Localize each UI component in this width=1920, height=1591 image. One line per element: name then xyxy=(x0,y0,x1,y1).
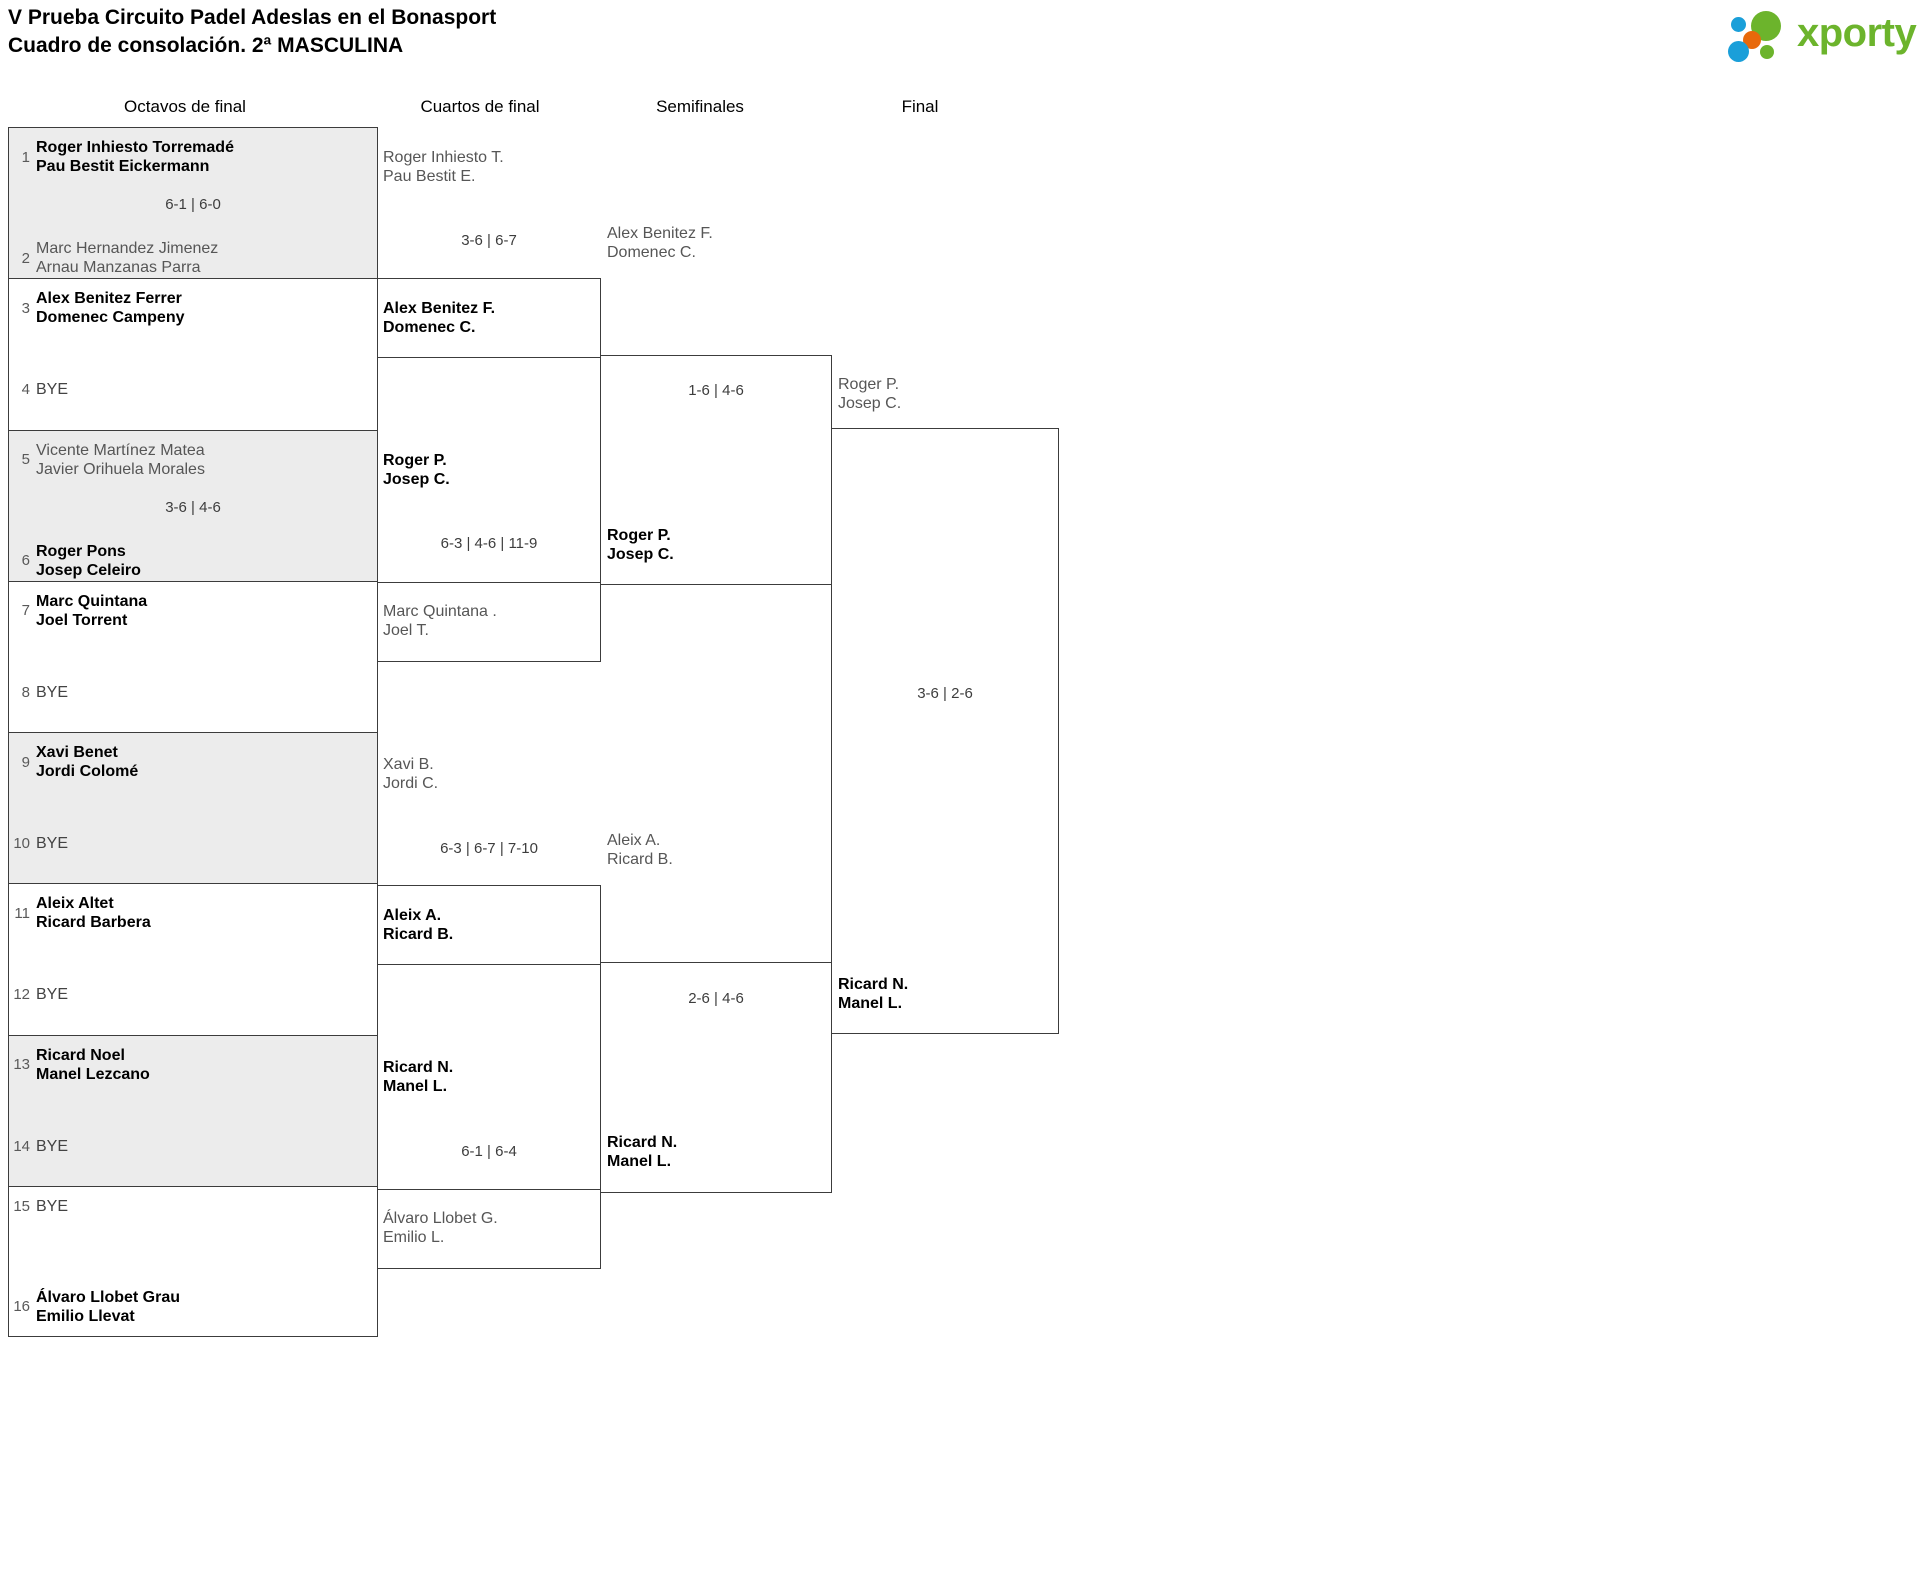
seed-number: 12 xyxy=(13,986,30,1004)
round2-connector xyxy=(377,582,601,662)
seed-number: 7 xyxy=(21,602,30,620)
round2-entrant-top[interactable]: Xavi B.Jordi C. xyxy=(383,756,439,792)
match-score: 6-1 | 6-0 xyxy=(165,196,221,213)
player-names: BYE xyxy=(36,986,69,1004)
round3-entrant-bottom[interactable]: Ricard N.Manel L. xyxy=(607,1134,678,1170)
player-names: BYE xyxy=(36,835,69,852)
round1-slot-bottom[interactable]: 12 BYE xyxy=(9,985,377,1004)
player-names: BYE xyxy=(36,683,69,701)
round2-match-score: 3-6 | 6-7 xyxy=(461,232,517,249)
player-names: BYE xyxy=(36,381,69,399)
round2-match-score: 6-1 | 6-4 xyxy=(461,1143,517,1160)
round-header-semifinales: Semifinales xyxy=(656,97,744,116)
round3-match-score: 1-6 | 4-6 xyxy=(688,382,744,399)
seed-number: 13 xyxy=(13,1056,30,1073)
seed-number: 3 xyxy=(21,299,30,317)
round-header-cuartos: Cuartos de final xyxy=(420,97,540,116)
seed-number: 11 xyxy=(14,904,30,922)
round2-connector xyxy=(377,885,601,965)
round1-slot-top[interactable]: 15 BYE xyxy=(9,1197,377,1216)
tournament-name: V Prueba Circuito Padel Adeslas en el Bo… xyxy=(8,6,497,29)
round2-entrant-bottom[interactable]: Marc Quintana .Joel T. xyxy=(383,603,497,639)
seed-number: 4 xyxy=(21,381,30,399)
round2-match-score: 6-3 | 4-6 | 11-9 xyxy=(440,535,538,552)
round4-connector xyxy=(831,428,1059,1034)
round1-slot-bottom[interactable]: 14 BYE xyxy=(9,1137,377,1156)
seed-number: 1 xyxy=(21,148,30,166)
player-names: BYE xyxy=(36,1137,69,1155)
round4-match-score: 3-6 | 2-6 xyxy=(917,685,973,702)
round1-slot-bottom[interactable]: 8 BYE xyxy=(9,683,377,702)
logo-dot-blue-large-icon xyxy=(1728,41,1749,62)
round2-connector xyxy=(377,278,601,358)
seed-number: 8 xyxy=(21,683,30,701)
player-names: BYE xyxy=(36,1197,69,1215)
seed-number: 10 xyxy=(13,835,30,852)
round2-entrant-top[interactable]: Ricard N.Manel L. xyxy=(383,1059,454,1095)
logo-dot-blue-small-icon xyxy=(1731,17,1746,32)
seed-number: 2 xyxy=(21,249,30,267)
round2-match-score: 6-3 | 6-7 | 7-10 xyxy=(440,840,538,857)
round2-entrant-bottom[interactable]: Álvaro Llobet G.Emilio L. xyxy=(383,1210,498,1246)
seed-number: 5 xyxy=(21,451,30,468)
page-title: V Prueba Circuito Padel Adeslas en el Bo… xyxy=(8,4,496,59)
seed-number: 16 xyxy=(13,1298,30,1316)
round3-entrant-top[interactable]: Alex Benitez F.Domenec C. xyxy=(607,225,713,261)
logo-dot-green-small-icon xyxy=(1760,45,1774,59)
match-score: 3-6 | 4-6 xyxy=(165,498,221,516)
logo-dot-orange-icon xyxy=(1743,31,1761,49)
seed-number: 6 xyxy=(21,552,30,569)
round-header-final: Final xyxy=(901,97,939,116)
round2-entrant-bottom[interactable]: Aleix A.Ricard B. xyxy=(383,907,454,943)
tournament-subtitle: Cuadro de consolación. 2ª MASCULINA xyxy=(8,33,404,57)
round2-connector xyxy=(377,1189,601,1269)
round-header-octavos: Octavos de final xyxy=(124,97,246,116)
round1-slot-bottom[interactable]: 10 BYE xyxy=(9,834,377,853)
seed-number: 9 xyxy=(21,753,30,771)
round4-entrant-top[interactable]: Roger P.Josep C. xyxy=(838,376,902,412)
seed-number: 15 xyxy=(13,1197,30,1215)
round2-entrant-top[interactable]: Roger P.Josep C. xyxy=(383,452,450,488)
seed-number: 14 xyxy=(13,1137,30,1155)
round3-connector xyxy=(600,962,832,1193)
champion-entrant[interactable]: Ricard N.Manel L. xyxy=(838,976,909,1012)
xporty-logo[interactable]: xporty xyxy=(1725,5,1917,62)
round3-entrant-top[interactable]: Aleix A.Ricard B. xyxy=(607,832,673,868)
round3-match-score: 2-6 | 4-6 xyxy=(688,990,744,1007)
round2-entrant-top[interactable]: Roger Inhiesto T.Pau Bestit E. xyxy=(383,149,504,185)
round3-entrant-bottom[interactable]: Roger P.Josep C. xyxy=(607,527,674,563)
logo-wordmark: xporty xyxy=(1797,11,1917,55)
round2-entrant-bottom[interactable]: Alex Benitez F.Domenec C. xyxy=(383,300,496,336)
round1-slot-bottom[interactable]: 4 BYE xyxy=(9,380,377,399)
